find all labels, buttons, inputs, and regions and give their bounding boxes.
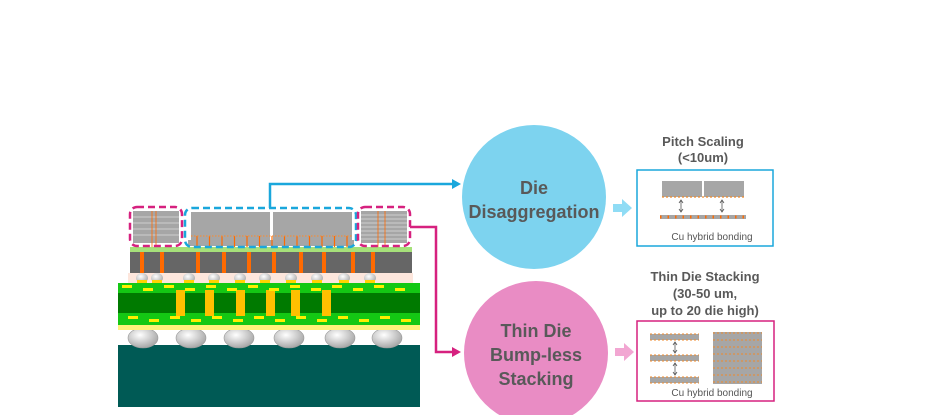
tsv (196, 247, 200, 273)
thin-subtitle: up to 20 die high) (651, 303, 759, 318)
board (118, 345, 420, 407)
tsv (322, 247, 326, 273)
substrate-trace (317, 319, 327, 322)
pitch-caption: Cu hybrid bonding (671, 232, 752, 243)
center-die-left (191, 212, 270, 240)
substrate-trace (248, 285, 258, 288)
circle-label: Disaggregation (468, 202, 599, 222)
substrate-trace (233, 319, 243, 322)
substrate-trace (254, 316, 264, 319)
substrate-via (266, 290, 275, 316)
substrate-trace (311, 288, 321, 291)
bump-pad (286, 280, 296, 283)
solder-ball (223, 327, 255, 349)
substrate-trace (128, 316, 138, 319)
tsv (371, 247, 375, 273)
center-die-right (273, 212, 352, 240)
substrate-trace (191, 319, 201, 322)
substrate-via (205, 290, 214, 316)
substrate-trace (122, 285, 132, 288)
substrate-bottom-finish (118, 325, 420, 330)
pitch-subtitle: (<10um) (678, 150, 728, 165)
bump-pad (184, 280, 194, 283)
substrate-trace (338, 316, 348, 319)
pitch-title: Pitch Scaling (662, 134, 744, 149)
circle-label: Stacking (498, 369, 573, 389)
bump-pad (365, 280, 375, 283)
substrate-trace (380, 316, 390, 319)
tsv (272, 247, 276, 273)
redistribution-layer (130, 247, 412, 252)
arrow-right-icon (615, 343, 634, 361)
substrate-via (176, 290, 185, 316)
circle-label: Bump-less (490, 345, 582, 365)
bump-pad (235, 280, 245, 283)
left-stack-highlight (128, 205, 184, 248)
thin-subtitle: (30-50 um, (673, 286, 737, 301)
substrate-trace (212, 316, 222, 319)
substrate-trace (374, 285, 384, 288)
substrate-trace (401, 319, 411, 322)
tsv (160, 247, 164, 273)
stacking-connector (410, 225, 452, 354)
tsv (299, 247, 303, 273)
stacking-circle: Thin Die Bump-less Stacking (464, 281, 608, 415)
substrate-trace (353, 288, 363, 291)
substrate-trace (149, 319, 159, 322)
bump-pad (152, 280, 162, 283)
substrate-trace (143, 288, 153, 291)
substrate-trace (170, 316, 180, 319)
solder-ball (175, 327, 207, 349)
tsv (351, 247, 355, 273)
tsv (247, 247, 251, 273)
disaggregation-connector (268, 182, 452, 208)
arrow-head-icon (452, 179, 461, 189)
micro-bumps (136, 273, 376, 283)
bump-pad (312, 280, 322, 283)
thin-die-panel: Cu hybrid bonding (636, 320, 775, 402)
substrate-trace (275, 319, 285, 322)
bump-pad (209, 280, 219, 283)
substrate-trace (290, 285, 300, 288)
solder-ball (371, 327, 403, 349)
substrate-trace (185, 288, 195, 291)
pitch-scaling-panel: Cu hybrid bonding (636, 169, 774, 247)
tsv (222, 247, 226, 273)
substrate-vias (122, 285, 411, 322)
bump-pad (137, 280, 147, 283)
thin-title: Thin Die Stacking (650, 269, 759, 284)
substrate-via (236, 290, 245, 316)
substrate-trace (206, 285, 216, 288)
substrate-via (291, 290, 300, 316)
substrate-trace (164, 285, 174, 288)
substrate-trace (395, 288, 405, 291)
circle-label: Thin Die (501, 321, 572, 341)
solder-ball (127, 327, 159, 349)
substrate-trace (227, 288, 237, 291)
bump-pad (339, 280, 349, 283)
disaggregation-circle: Die Disaggregation (462, 125, 606, 269)
interposer-tsvs (140, 247, 375, 273)
arrow-head-icon (452, 347, 461, 357)
substrate-trace (269, 288, 279, 291)
arrow-right-icon (613, 199, 632, 217)
solder-ball (324, 327, 356, 349)
package-cross-section (118, 205, 420, 407)
circle-label: Die (520, 178, 548, 198)
tsv (140, 247, 144, 273)
interposer (130, 252, 412, 273)
solder-balls (127, 327, 403, 349)
substrate-trace (332, 285, 342, 288)
substrate-via (322, 290, 331, 316)
thin-caption: Cu hybrid bonding (671, 388, 752, 399)
substrate-trace (296, 316, 306, 319)
bump-pad (260, 280, 270, 283)
solder-ball (273, 327, 305, 349)
substrate-trace (359, 319, 369, 322)
